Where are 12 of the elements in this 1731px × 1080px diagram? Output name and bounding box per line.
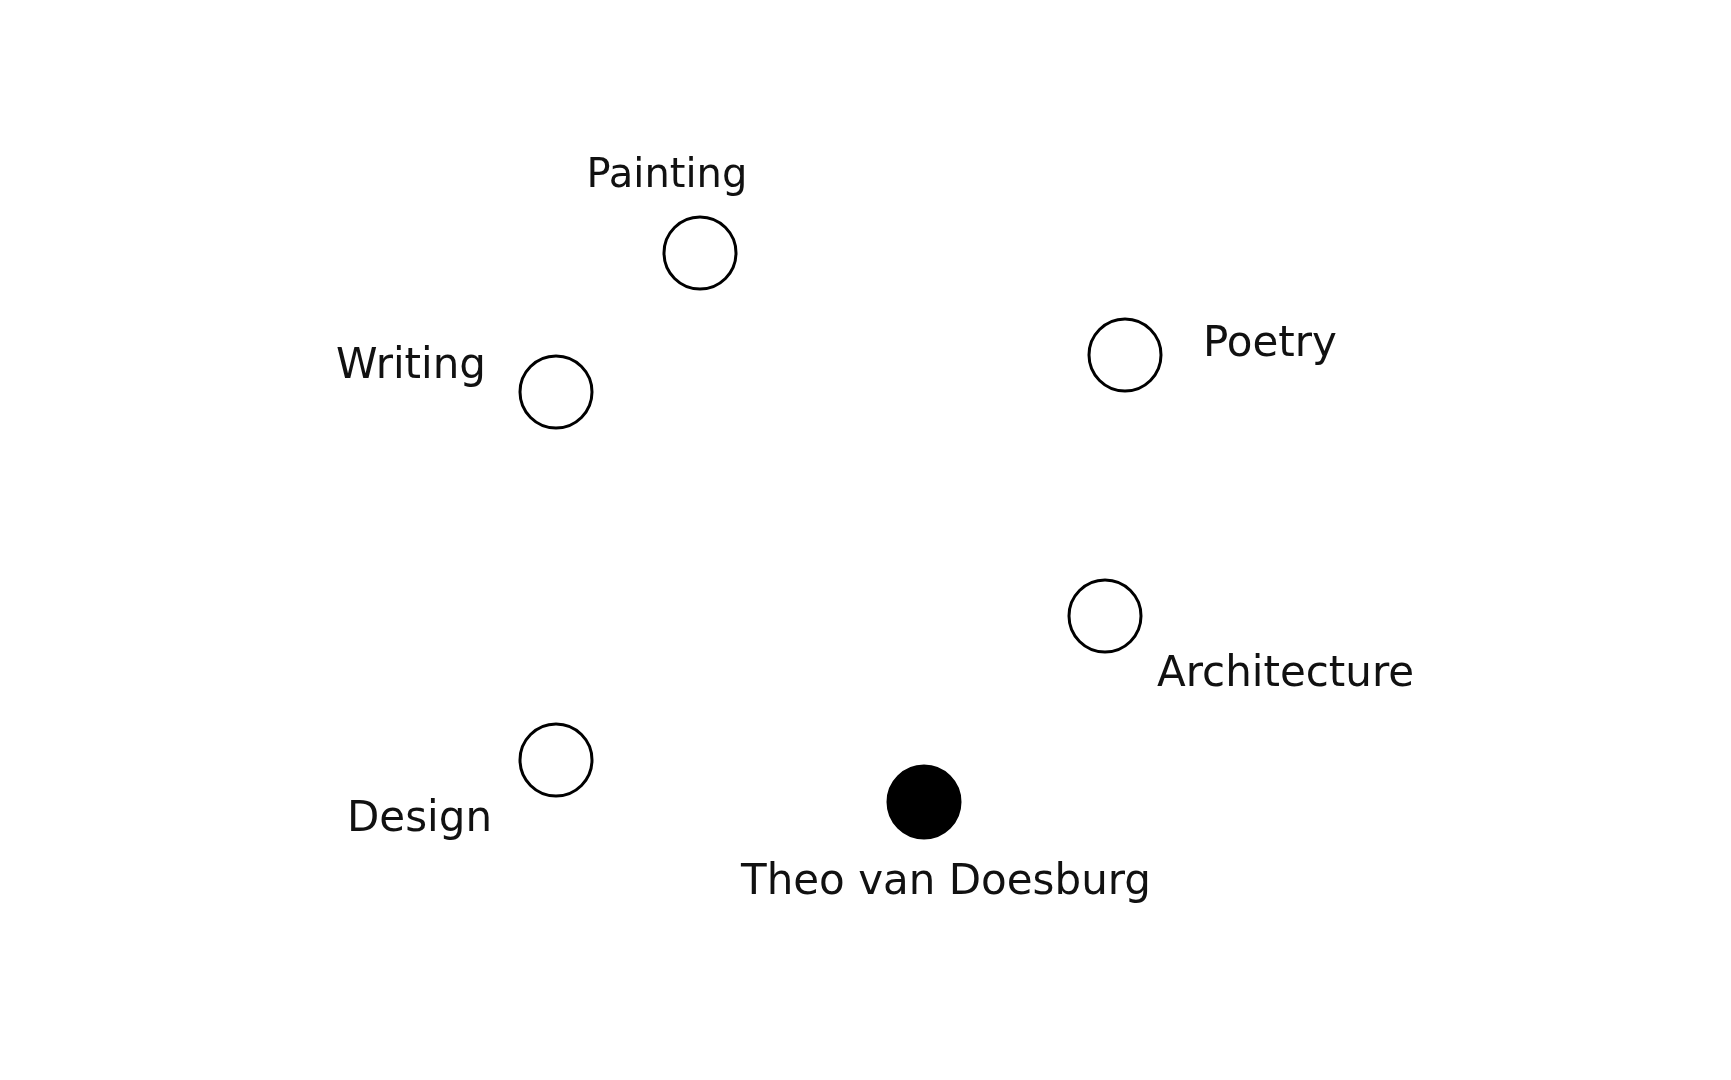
node-circle: [1067, 578, 1143, 654]
node-label: Architecture: [1157, 648, 1415, 697]
node-circle: [1087, 317, 1163, 393]
node-circle: [662, 215, 738, 291]
filled-circle: [886, 764, 962, 840]
node-label: Painting: [586, 150, 748, 196]
node-label: Poetry: [1203, 318, 1337, 367]
node-circle: [518, 354, 594, 430]
node-circle: [518, 722, 594, 798]
node-label: Design: [347, 793, 492, 842]
node-label: Writing: [336, 340, 486, 389]
node-label: Theo van Doesburg: [741, 856, 1151, 905]
